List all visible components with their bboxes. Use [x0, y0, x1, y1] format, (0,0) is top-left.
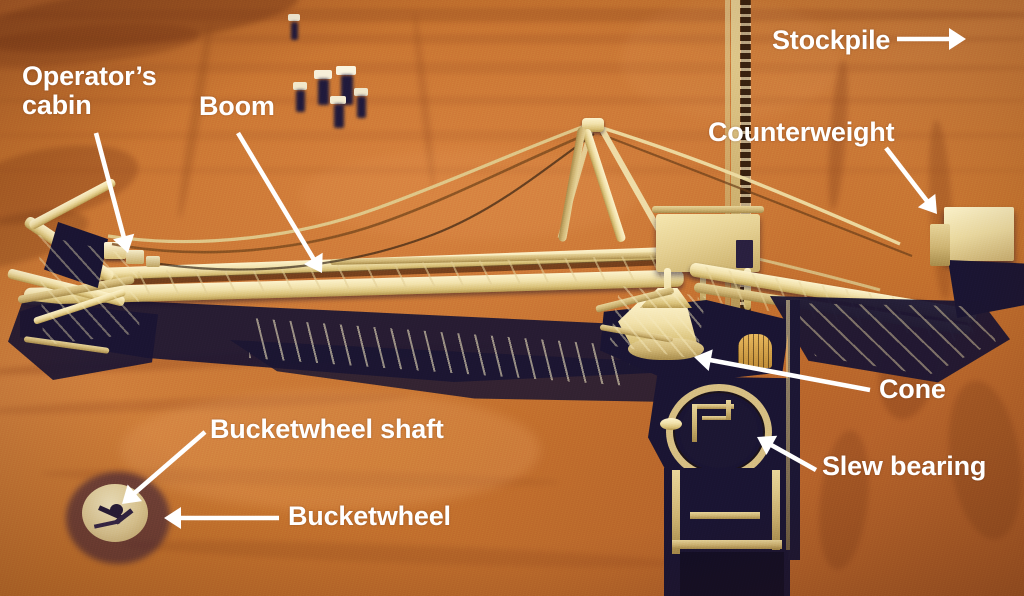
slew-spoke — [692, 404, 734, 409]
label-bucketwheel-shaft: Bucketwheel shaft — [210, 414, 444, 444]
slew-spoke — [692, 404, 697, 442]
site-vehicle — [288, 14, 300, 21]
slew-spoke — [702, 416, 730, 420]
label-cone: Cone — [879, 374, 946, 404]
machinery-house-door — [736, 240, 753, 268]
label-operators-cabin: Operator’s cabin — [22, 61, 157, 120]
stockpile-terrace — [0, 34, 1024, 44]
label-slew-bearing: Slew bearing — [822, 451, 987, 481]
gantry-post — [744, 268, 751, 310]
stockpile-terrace — [0, 166, 1024, 175]
site-vehicle — [354, 88, 368, 96]
conveyor-mast — [731, 0, 740, 366]
slew-ring-highlight — [660, 418, 682, 430]
counterweight-bracket — [930, 224, 950, 266]
site-vehicle-shadow — [357, 96, 366, 118]
site-vehicle — [336, 66, 356, 75]
site-vehicle-shadow — [334, 104, 344, 128]
crawler-frame-rail — [672, 470, 680, 554]
label-boom: Boom — [199, 91, 275, 121]
site-vehicle — [293, 82, 307, 90]
conveyor-mast-left-rail — [725, 0, 730, 358]
crawler-cross-beam — [690, 512, 760, 519]
crawler-cross-beam — [672, 540, 782, 549]
slew-spoke — [726, 400, 731, 420]
sunlit-ground — [620, 0, 840, 120]
crawler-frame-rail — [772, 470, 780, 550]
cone-collar — [628, 338, 704, 360]
deck-window-bars — [738, 334, 772, 368]
label-bucketwheel: Bucketwheel — [288, 501, 451, 531]
support-column-edge — [786, 300, 790, 550]
site-vehicle-shadow — [318, 79, 329, 105]
conveyor-mast-rungs — [740, 0, 751, 366]
label-stockpile: Stockpile — [772, 25, 891, 55]
cone-lattice — [608, 286, 706, 359]
site-vehicle — [330, 96, 346, 104]
stockpile-terrace — [0, 8, 1024, 22]
crawler-track-shadow — [680, 552, 784, 596]
bucketwheel-assembly — [58, 462, 174, 568]
stockpile-terrace — [0, 62, 1024, 74]
label-counterweight: Counterweight — [708, 117, 895, 147]
counterweight-block — [944, 207, 1014, 261]
machinery-house-rail — [652, 206, 764, 213]
stockpile-terrace — [0, 96, 1024, 105]
site-vehicle-shadow — [296, 90, 305, 112]
site-vehicle — [314, 70, 332, 79]
operators-cabin-structure — [146, 256, 160, 267]
stockpile-terrace — [0, 130, 1024, 141]
site-vehicle-shadow — [291, 22, 298, 40]
operators-cabin-structure — [126, 250, 144, 264]
